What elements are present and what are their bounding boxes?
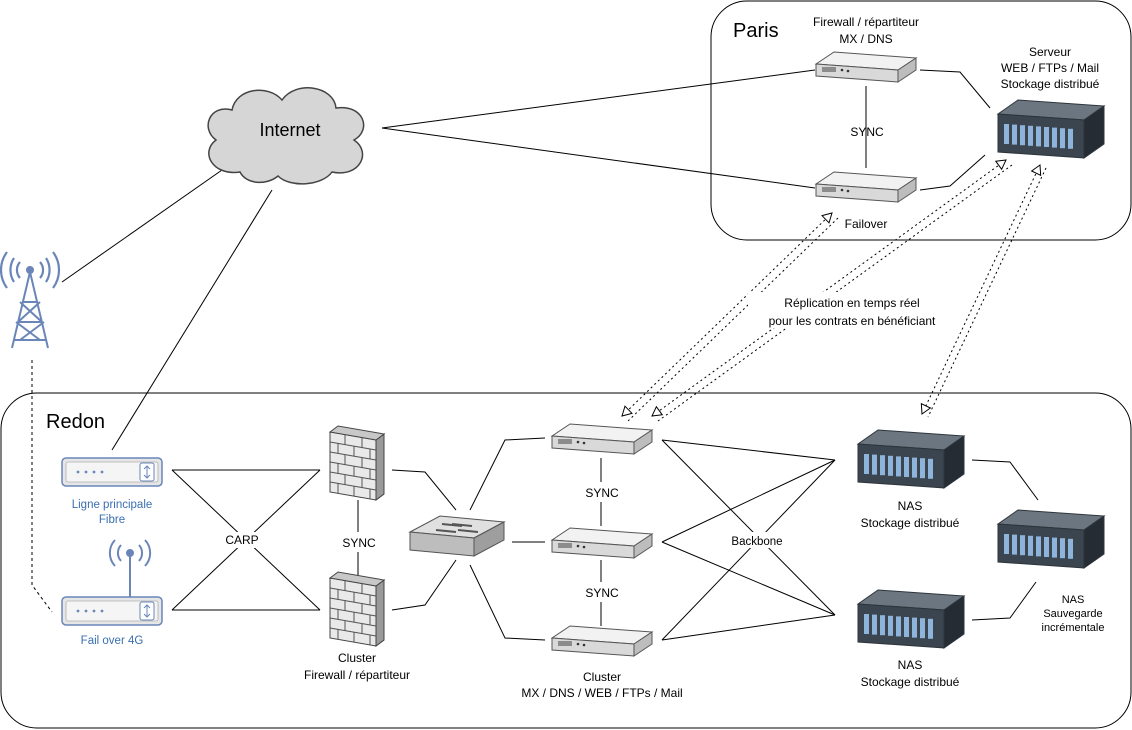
paris-server-label-2: WEB / FTPs / Mail (1001, 61, 1099, 75)
redon-firewall-1 (329, 425, 385, 501)
nas1-label-2: Stockage distribué (861, 516, 960, 530)
nas3-label-1: NAS (1062, 594, 1085, 606)
paris-firewall-primary (815, 51, 917, 83)
paris-fw-label-1: Firewall / répartiteur (813, 15, 919, 29)
replication-label-1: Réplication en temps réel (784, 296, 919, 310)
redon-srv-cluster-label-1: Cluster (583, 670, 621, 684)
edge-paris-fw1-server (919, 69, 991, 109)
edge-switch-srv3 (469, 564, 546, 641)
internet-cloud: Internet (207, 87, 365, 185)
edge-internet-paris-fw1 (381, 69, 816, 129)
connection-lines (31, 69, 1039, 641)
paris-failover-label: Failover (845, 217, 888, 231)
redon-fw-cluster-label-1: Cluster (338, 651, 376, 665)
edge-fw2-switch (391, 559, 457, 611)
nas-storage-1 (857, 429, 965, 489)
edge-backbone-6 (661, 614, 836, 641)
nas-backup (997, 509, 1105, 569)
edge-switch-srv1 (469, 437, 546, 511)
edge-internet-antenna (61, 169, 223, 283)
network-switch (408, 515, 506, 557)
nas3-label-3: incrémentale (1042, 622, 1105, 634)
redon-title: Redon (46, 411, 105, 433)
redon-srv-cluster-label-2: MX / DNS / WEB / FTPs / Mail (521, 686, 682, 700)
edge-fw1-switch (391, 469, 457, 511)
router-main (61, 457, 163, 487)
edge-nas1-nas3 (971, 459, 1039, 501)
redon-fw-sync-label: SYNC (342, 536, 376, 550)
replication-arrow-2 (651, 159, 1007, 417)
edge-paris-fw2-server (919, 154, 986, 191)
router-main-label-1: Ligne principale (72, 499, 153, 511)
nas2-label-2: Stockage distribué (861, 675, 960, 689)
redon-server-2 (551, 527, 653, 559)
paris-server (997, 99, 1105, 159)
edge-antenna-4g (31, 360, 53, 613)
switch-arrows-icon (435, 523, 479, 533)
edge-backbone-4 (661, 541, 836, 616)
cell-tower (0, 251, 61, 349)
paris-server-label-3: Stockage distribué (1001, 77, 1100, 91)
paris-server-label-1: Serveur (1029, 45, 1071, 59)
backbone-label: Backbone (731, 536, 782, 548)
cloud-icon (207, 87, 365, 185)
redon-fw-cluster-label-2: Firewall / répartiteur (304, 668, 410, 682)
edge-backbone-1 (661, 439, 836, 461)
edge-backbone-2 (661, 439, 836, 616)
paris-firewall-failover (815, 171, 917, 203)
edge-internet-router (111, 189, 273, 451)
paris-fw-label-2: MX / DNS (839, 32, 892, 46)
replication-arrow-3b (927, 167, 1047, 418)
paris-title: Paris (733, 20, 779, 42)
redon-srv-sync-label-2: SYNC (585, 586, 619, 600)
router-4g-antenna-icon (108, 539, 152, 598)
redon-site-container (0, 392, 1132, 729)
nas2-label-1: NAS (898, 658, 923, 672)
internet-label: Internet (259, 120, 320, 140)
replication-label-2: pour les contrats en bénéficiant (769, 314, 936, 328)
edge-internet-paris-fw2 (381, 127, 816, 189)
router-4g (61, 596, 163, 626)
replication-arrow-3 (920, 164, 1042, 415)
paris-sync-label: SYNC (850, 125, 884, 139)
router-main-label-2: Fibre (99, 514, 125, 526)
edge-backbone-5 (661, 459, 836, 641)
redon-srv-sync-label-1: SYNC (585, 486, 619, 500)
nas-storage-2 (857, 589, 965, 649)
edge-backbone-3 (661, 459, 836, 543)
redon-server-3 (551, 625, 653, 657)
redon-server-1 (551, 423, 653, 455)
edge-nas2-nas3 (971, 581, 1037, 621)
replication-arrows (621, 159, 1047, 422)
redon-firewall-2 (329, 571, 385, 647)
nas3-label-2: Sauvegarde (1043, 608, 1102, 620)
antenna-icon (0, 251, 61, 349)
router-4g-label: Fail over 4G (81, 635, 144, 647)
carp-label: CARP (225, 533, 258, 547)
nas1-label-1: NAS (898, 499, 923, 513)
